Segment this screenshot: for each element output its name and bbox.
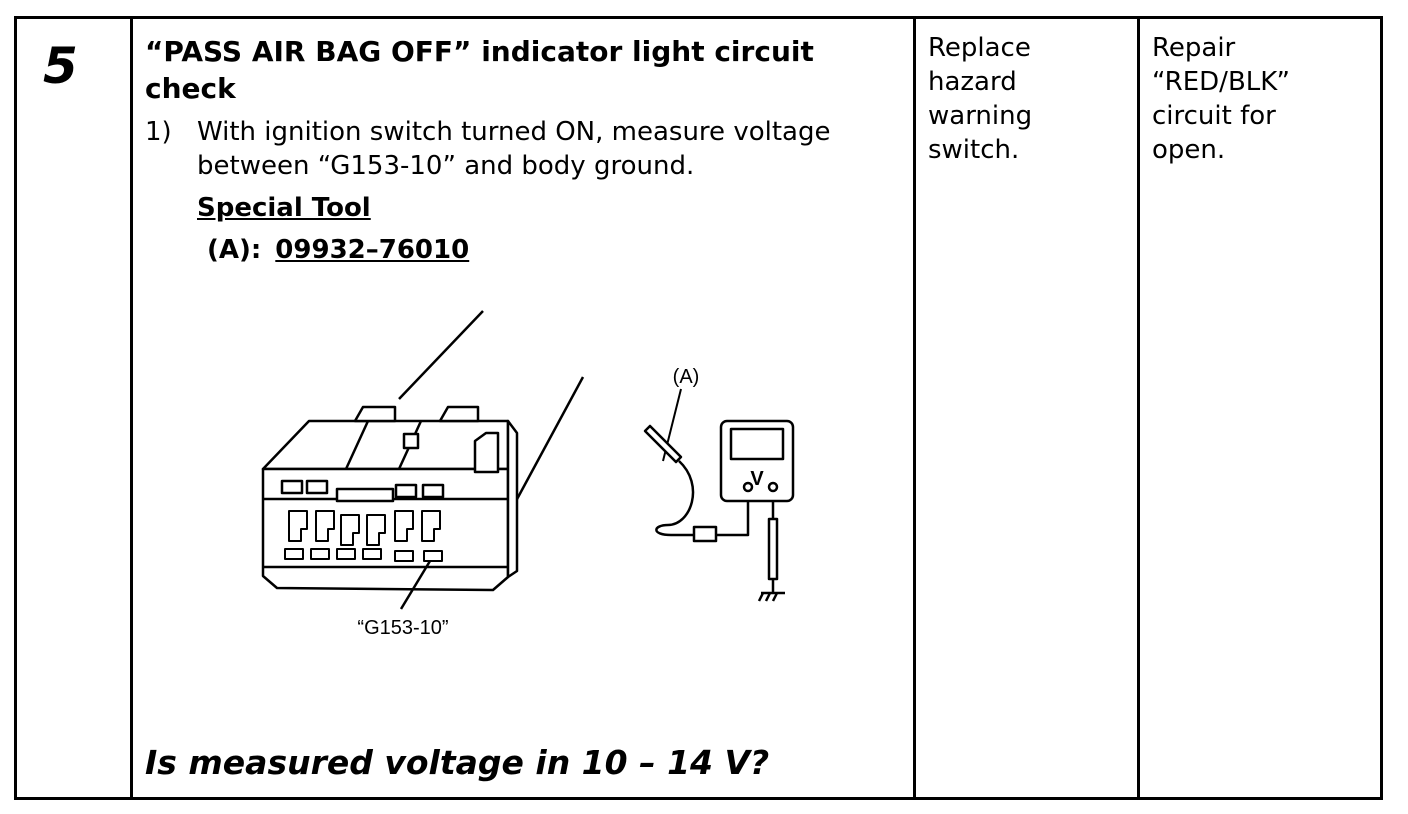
yes-result-line: hazard: [928, 67, 1017, 97]
step-content-cell: “PASS AIR BAG OFF” indicator light circu…: [133, 19, 913, 797]
connector-voltage-diagram: “G153-10” (A) V: [261, 310, 795, 639]
probe-label: (A): [673, 366, 700, 388]
yes-result-line: Replace: [928, 33, 1031, 63]
step-title: “PASS AIR BAG OFF” indicator light circu…: [145, 35, 814, 105]
no-result-line: open.: [1152, 135, 1226, 165]
yes-result-line: warning: [928, 101, 1033, 131]
diagnostic-table: 5 “PASS AIR BAG OFF” indicator light cir…: [14, 16, 1383, 800]
instruction-index: 1): [145, 117, 172, 147]
no-result-cell: Repair “RED/BLK” circuit for open.: [1140, 19, 1380, 797]
special-tool-part-number: 09932–76010: [275, 235, 470, 265]
no-result-line: Repair: [1152, 33, 1236, 63]
voltmeter-illustration: [643, 388, 795, 602]
no-result-line: “RED/BLK”: [1152, 67, 1290, 97]
no-result-line: circuit for: [1152, 101, 1276, 131]
instruction-text: With ignition switch turned ON, measure …: [197, 117, 831, 181]
voltmeter-label: V: [750, 468, 764, 490]
column-divider: [1137, 19, 1140, 797]
special-tool-label: Special Tool: [197, 193, 371, 223]
terminal-label: “G153-10”: [357, 617, 448, 639]
step-number-cell: 5: [17, 19, 130, 797]
yes-result-text: Replace hazard warning switch.: [928, 31, 1032, 167]
step-number: 5: [43, 37, 78, 95]
yes-result-line: switch.: [928, 135, 1020, 165]
special-tool-row: (A): 09932–76010: [207, 235, 469, 265]
check-question: Is measured voltage in 10 – 14 V?: [145, 743, 770, 782]
connector-illustration: [261, 310, 585, 610]
yes-result-cell: Replace hazard warning switch.: [916, 19, 1137, 797]
special-tool-ref: (A):: [207, 235, 262, 265]
no-result-text: Repair “RED/BLK” circuit for open.: [1152, 31, 1290, 167]
column-divider: [913, 19, 916, 797]
column-divider: [130, 19, 133, 797]
